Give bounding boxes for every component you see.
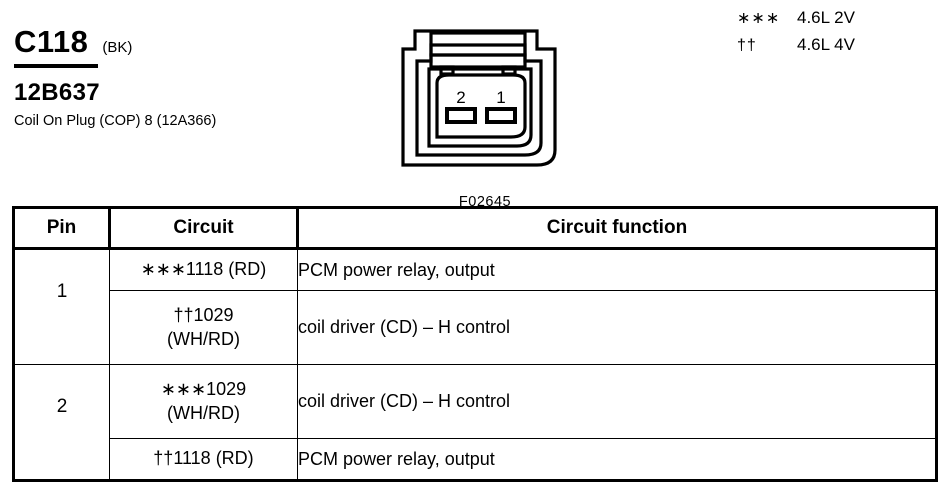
pin-assignment-table: Pin Circuit Circuit function 1 ∗∗∗1118 (… <box>12 206 938 482</box>
column-header-pin: Pin <box>13 206 111 250</box>
part-number: 12B637 <box>14 79 100 106</box>
connector-pin-cavities <box>445 107 517 124</box>
column-header-circuit-function: Circuit function <box>297 206 937 250</box>
circuit-color-code: (WH/RD) <box>167 328 240 349</box>
legend-row: †† 4.6L 4V <box>737 35 855 62</box>
pin-number-cell: 1 <box>13 248 110 365</box>
circuit-code: ††1118 (RD) <box>153 448 254 469</box>
legend-marker-asterisk: ∗∗∗ <box>737 10 781 27</box>
pin-cavity-2 <box>445 107 477 124</box>
table-row: ††1118 (RD) PCM power relay, output <box>14 438 937 481</box>
connector-drawing-svg: 2 1 <box>401 29 557 167</box>
pin-number-value: 1 <box>56 281 68 302</box>
pin-number-value: 2 <box>56 396 68 417</box>
circuit-function-cell: coil driver (CD) – H control <box>297 290 937 365</box>
connector-third-outline <box>427 67 533 148</box>
connector-id-underline <box>14 64 98 68</box>
legend-marker-dagger: †† <box>737 37 757 54</box>
circuit-function-cell: PCM power relay, output <box>297 248 937 291</box>
circuit-function-cell: PCM power relay, output <box>297 438 937 481</box>
connector-key-left <box>439 65 455 76</box>
circuit-cell: ∗∗∗1029 (WH/RD) <box>109 364 298 439</box>
part-description: Coil On Plug (COP) 8 (12A366) <box>14 113 217 129</box>
pin-cavity-1 <box>485 107 517 124</box>
connector-illustration: 2 1 F02645 <box>385 5 585 210</box>
pin-number-2: 2 <box>456 88 465 107</box>
circuit-function-cell: coil driver (CD) – H control <box>297 364 937 439</box>
column-header-circuit: Circuit <box>109 206 299 250</box>
connector-header: C118 (BK) 12B637 Coil On Plug (COP) 8 (1… <box>14 26 354 129</box>
circuit-code: ∗∗∗1118 (RD) <box>140 259 267 280</box>
table-header: Pin Circuit Circuit function <box>13 206 937 250</box>
table-row: ††1029 (WH/RD) coil driver (CD) – H cont… <box>14 290 937 365</box>
table-header-row: Pin Circuit Circuit function <box>13 206 937 250</box>
pin-number-1: 1 <box>496 88 505 107</box>
table-row: 1 ∗∗∗1118 (RD) PCM power relay, output <box>13 248 937 365</box>
connector-color-code: (BK) <box>102 39 133 56</box>
circuit-code: ∗∗∗1029 <box>160 378 247 399</box>
pin-number-cell: 2 <box>13 364 110 481</box>
table-row: 2 ∗∗∗1029 (WH/RD) coil driver (CD) – H c… <box>13 364 937 481</box>
engine-variant-legend: ∗∗∗ 4.6L 2V †† 4.6L 4V <box>737 8 855 62</box>
circuit-code: ††1029 <box>173 304 234 325</box>
legend-label: 4.6L 4V <box>797 35 855 54</box>
connector-terminal-face <box>435 73 527 139</box>
circuit-cell: ††1029 (WH/RD) <box>109 290 298 365</box>
circuit-cell: ∗∗∗1118 (RD) <box>109 248 298 291</box>
connector-tab-shoulder <box>429 53 527 69</box>
connector-outer-shell <box>401 29 557 167</box>
legend-label: 4.6L 2V <box>797 8 855 27</box>
connector-key-right <box>501 65 517 76</box>
connector-id: C118 <box>14 24 89 59</box>
circuit-cell: ††1118 (RD) <box>109 438 298 481</box>
legend-row: ∗∗∗ 4.6L 2V <box>737 8 855 35</box>
circuit-color-code: (WH/RD) <box>167 402 240 423</box>
connector-id-row: C118 (BK) <box>14 26 354 57</box>
table-body: 1 ∗∗∗1118 (RD) PCM power relay, output †… <box>13 248 937 481</box>
